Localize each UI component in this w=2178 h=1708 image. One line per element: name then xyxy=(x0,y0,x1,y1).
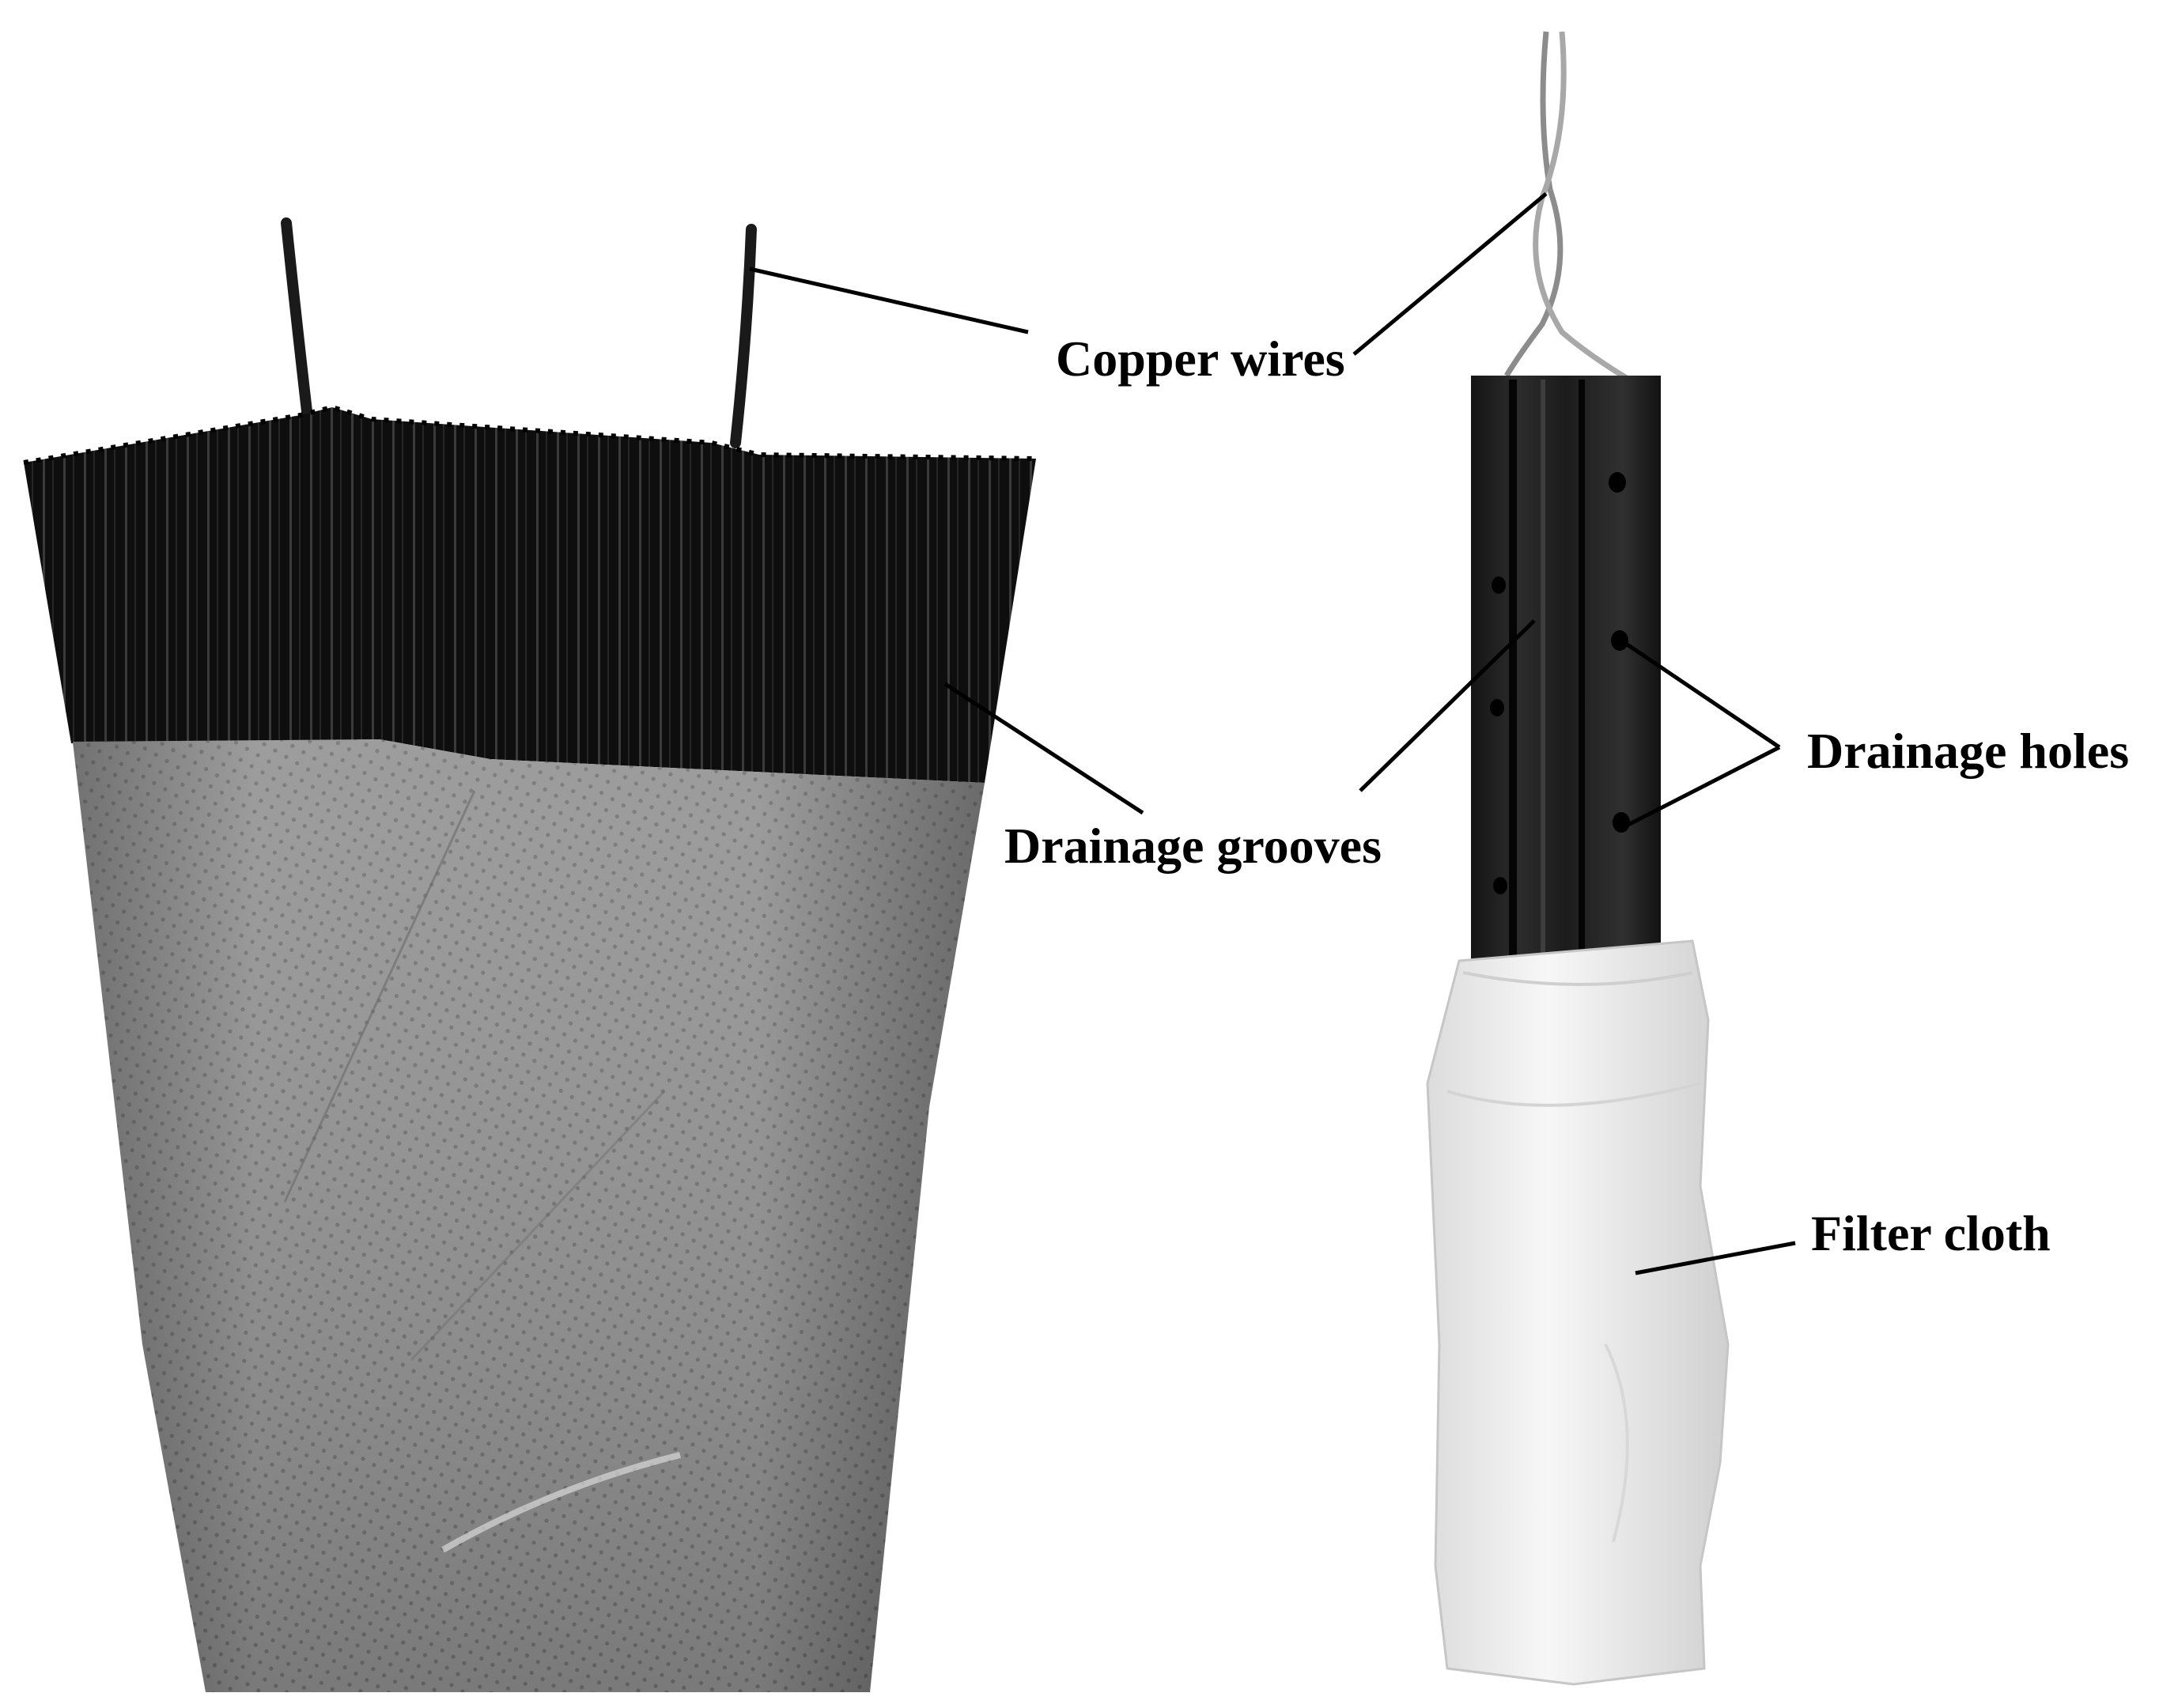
leader-copper-right xyxy=(1352,192,1548,356)
leader-grooves-right xyxy=(1359,619,1536,792)
label-drainage-holes: Drainage holes xyxy=(1807,723,2130,779)
leader-grooves-left xyxy=(943,682,1144,815)
filter-cloth-sock xyxy=(1426,939,1730,1686)
copper-wire-twist-a xyxy=(1503,31,1564,377)
copper-wire-twist-b xyxy=(1533,31,1631,383)
label-drainage-grooves: Drainage grooves xyxy=(1004,818,1382,874)
label-filter-cloth: Filter cloth xyxy=(1811,1205,2051,1261)
leader-holes-lower xyxy=(1624,745,1781,829)
copper-wire-left xyxy=(281,217,312,417)
leader-lines xyxy=(749,192,1796,1275)
drainage-board-specimen xyxy=(23,217,1037,1692)
drainage-holes xyxy=(1490,472,1630,894)
leader-filter xyxy=(1635,1241,1796,1275)
drainage-board-core xyxy=(24,407,1036,783)
leader-copper-left xyxy=(749,266,1029,334)
copper-wire-right xyxy=(730,224,757,448)
drainage-pipe-body xyxy=(1471,376,1661,965)
drainage-pipe-specimen xyxy=(1426,31,1730,1686)
leader-holes-upper xyxy=(1620,638,1781,750)
label-copper-wires: Copper wires xyxy=(1056,331,1345,387)
